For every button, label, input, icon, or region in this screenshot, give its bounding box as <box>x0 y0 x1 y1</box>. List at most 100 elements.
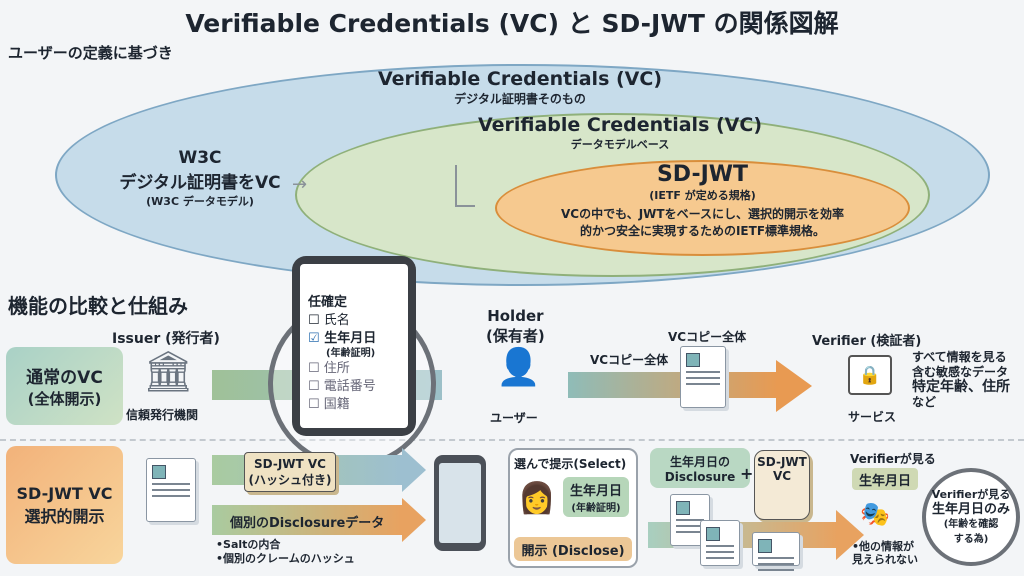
phone-popup: 任確定 ☐ 氏名 ☑ 生年月日 (年齢証明) ☐ 住所 ☐ 電話番号 ☐ 国籍 <box>292 256 416 436</box>
sdjwt-vc-title: SD-JWT VC <box>16 483 113 503</box>
verifier-desc-line: 含む敏感なデータ <box>912 365 1009 379</box>
present-arrow-head <box>776 360 812 412</box>
normal-vc-title: 通常のVC <box>26 368 103 388</box>
hidden-line: •他の情報が <box>852 540 915 553</box>
checkbox-note: (年齢証明) <box>326 348 376 359</box>
verifier-sees-label: Verifierが見る <box>850 452 936 466</box>
checkbox-item[interactable]: ☐ 氏名 <box>308 312 400 330</box>
arrow-right-icon: → <box>292 174 308 195</box>
inner-label: SD-JWT (IETF が定める規格) VCの中でも、JWTをベースにし、選択… <box>510 162 895 239</box>
row-divider <box>0 439 1024 441</box>
bullet-item: •Saltの内合 <box>216 538 281 551</box>
holder-caption: ユーザー <box>490 411 538 425</box>
checkbox-label: 住所 <box>323 361 350 376</box>
sdjwt-vc-label: SD-JWT VC 選択的開示 <box>6 446 123 564</box>
bank-icon: 🏛 <box>143 349 194 395</box>
checkbox-icon: ☐ <box>308 313 320 328</box>
checkbox-item[interactable]: ☐ 住所 <box>308 360 400 378</box>
sdjwt-vc-sub: 選択的開示 <box>24 506 105 526</box>
select-title: 選んで提示(Select) <box>514 457 627 471</box>
outer-label: Verifiable Credentials (VC) デジタル証明書そのもの <box>300 68 740 107</box>
verifier-item: 生年月日 <box>852 468 918 490</box>
plus-sign: + <box>740 464 754 483</box>
lens-line: Verifierが見る <box>931 488 1011 501</box>
verifier-desc: すべて情報を見る 含む敏感なデータ 特定年齢、住所 など <box>912 350 1010 410</box>
id-card-icon <box>752 532 800 575</box>
checkbox-label: 生年月日 <box>324 331 377 346</box>
hidden-note: •他の情報が見えられない <box>852 540 918 566</box>
middle-desc: データモデルベース <box>570 138 670 151</box>
copy-top-label: VCコピー全体 <box>668 330 747 344</box>
vc-card-line2: VC <box>772 469 792 483</box>
outer-desc: デジタル証明書そのもの <box>454 92 586 106</box>
bullet-item: •個別のクレームのハッシュ <box>216 552 355 565</box>
holder-title: Holder <box>487 307 544 325</box>
inner-desc2: 的かつ安全に実現するためのIETF標準規格。 <box>579 224 826 238</box>
checkbox-label: 氏名 <box>323 313 350 328</box>
select-item: 生年月日(年齢証明) <box>563 477 629 517</box>
verifier-caption: サービス <box>848 410 897 424</box>
popup-title: 任確定 <box>308 295 348 310</box>
section-title: 機能の比較と仕組み <box>8 294 188 318</box>
verifier-lens: Verifierが見る 生年月日のみ (年齢を確認 する為) <box>922 468 1020 566</box>
present-arrow <box>568 372 778 398</box>
bundle-line2: Disclosure <box>664 469 736 484</box>
sdjwt-arrow-head <box>402 448 426 492</box>
sdjwt-card-title: SD-JWT VC <box>254 456 326 471</box>
inner-ellipse <box>495 160 910 256</box>
checkbox-label: 国籍 <box>323 397 350 412</box>
mask-icon: 🎭 <box>860 500 890 528</box>
disclosure-label: 個別のDisclosureデータ <box>230 516 385 531</box>
holder-sub: (保有者) <box>486 327 545 345</box>
verifier-item-label: 生年月日 <box>858 473 911 489</box>
w3c-title: W3C <box>178 148 222 168</box>
sdjwt-card-sub: (ハッシュ付き) <box>248 472 332 487</box>
arrow-elbow-icon <box>455 165 475 207</box>
vc-document-icon <box>680 346 726 408</box>
checkbox-item[interactable]: ☐ 電話番号 <box>308 378 400 396</box>
verifier-desc-line: 特定年齢、住所 <box>912 379 1010 395</box>
hand-phone-icon <box>434 455 486 551</box>
middle-label: Verifiable Credentials (VC) データモデルベース <box>440 114 800 152</box>
lens-line: 生年月日のみ <box>931 502 1010 517</box>
lock-browser-icon: 🔒 <box>848 355 892 395</box>
vc-card-line1: SD-JWT <box>757 455 807 469</box>
holder-label: Holder (保有者) <box>486 307 545 346</box>
verify-arrow-head <box>836 510 864 560</box>
disclosure-arrow-head <box>402 498 426 542</box>
credential-stack-icon <box>146 458 196 522</box>
bundle-line1: 生年月日の <box>669 454 730 469</box>
lens-line: (年齢を確認 <box>943 519 999 530</box>
user-icon: 👤 <box>496 347 541 388</box>
w3c-line3: (W3C データモデル) <box>146 195 254 208</box>
disclose-button[interactable]: 開示 (Disclose) <box>514 537 632 561</box>
woman-user-icon: 👩 <box>518 481 556 516</box>
lens-line: する為) <box>953 534 989 545</box>
outer-title: Verifiable Credentials (VC) <box>377 68 663 90</box>
normal-vc-label: 通常のVC (全体開示) <box>6 347 123 425</box>
checkbox-item[interactable]: ☑ 生年月日 (年齢証明) <box>308 330 400 360</box>
disclosure-arrow <box>212 505 402 535</box>
verifier-desc-line: すべて情報を見る <box>912 350 1007 364</box>
phone-screen: 任確定 ☐ 氏名 ☑ 生年月日 (年齢証明) ☐ 住所 ☐ 電話番号 ☐ 国籍 <box>300 264 408 428</box>
issuer-caption: 信頼発行機関 <box>126 408 199 422</box>
checkbox-icon: ☐ <box>308 361 320 376</box>
checkbox-icon: ☐ <box>308 379 320 394</box>
copy-left-label: VCコピー全体 <box>590 353 669 367</box>
checkbox-item[interactable]: ☐ 国籍 <box>308 396 400 414</box>
inner-sub: (IETF が定める規格) <box>649 189 756 202</box>
disclosure-doc-icon <box>700 520 740 566</box>
middle-title: Verifiable Credentials (VC) <box>477 114 763 136</box>
checkbox-label: 電話番号 <box>323 379 376 394</box>
checkbox-checked-icon: ☑ <box>308 331 320 346</box>
verifier-desc-line: など <box>912 395 937 409</box>
select-item-label: 生年月日 <box>569 484 622 499</box>
inner-title: SD-JWT <box>656 162 749 187</box>
w3c-label: W3C デジタル証明書をVC (W3C データモデル) <box>95 148 305 209</box>
sdjwt-card: SD-JWT VC(ハッシュ付き) <box>244 452 336 492</box>
hidden-line: 見えられない <box>852 553 918 566</box>
issuer-label: Issuer (発行者) <box>112 331 220 347</box>
inner-desc1: VCの中でも、JWTをベースにし、選択的開示を効率 <box>560 207 845 221</box>
